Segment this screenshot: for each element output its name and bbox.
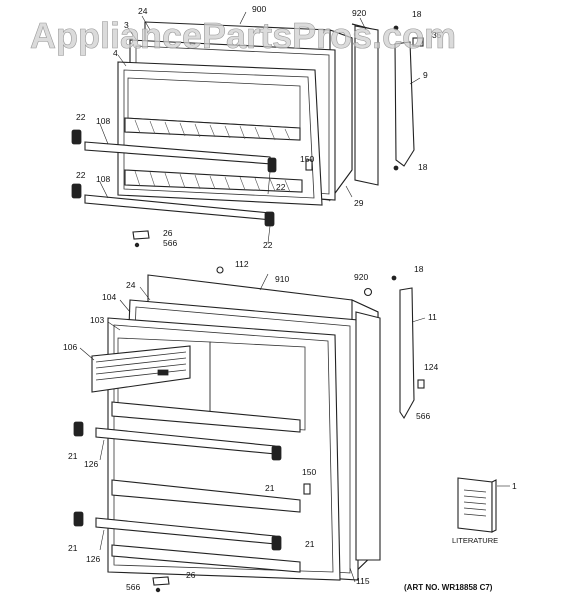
door-stop [303,483,311,495]
callout-18-top-b: 18 [418,162,428,172]
hinge-pin-cover [412,37,424,47]
literature-booklet: LITERATURE [452,477,498,545]
callout-26-bot: 26 [186,570,196,580]
door-shelf [111,544,301,573]
fresh-food-hinge-side-panel [355,311,381,561]
callout-29: 29 [354,198,364,208]
callout-112: 112 [235,259,249,269]
callout-35: 35 [432,30,442,40]
shelf-end-cap [264,211,275,227]
callout-124: 124 [424,362,438,372]
screw [155,587,161,593]
callout-566-mid: 566 [416,411,430,421]
callout-566-top: 566 [163,238,177,248]
shelf-end-cap [71,129,82,145]
clip [152,576,170,586]
hinge-spacer [417,379,425,389]
callout-126-b: 126 [86,554,100,564]
callout-150-top: 150 [300,154,314,164]
callout-566-bot: 566 [126,582,140,592]
callout-920-top: 920 [352,8,366,18]
callout-21-d: 21 [305,539,315,549]
screw [393,25,399,31]
door-shelf [111,479,301,513]
callout-26-top: 26 [163,228,173,238]
callout-18-top-a: 18 [412,9,422,19]
callout-11: 11 [428,312,437,322]
callout-1: 1 [512,481,517,491]
callout-21-c: 21 [68,543,78,553]
callout-4: 4 [113,48,118,58]
watermark: AppliancePartsPros.com [30,15,456,56]
screw [393,165,399,171]
callout-104: 104 [102,292,116,302]
callout-150-bot: 150 [302,467,316,477]
shelf-end-cap [73,421,84,437]
callout-900: 900 [252,4,266,14]
screw [134,242,140,248]
door-shelf [111,401,301,433]
shelf-end-cap [271,445,282,461]
callout-115: 115 [356,576,370,586]
callout-22-d: 22 [263,240,273,250]
callout-108-a: 108 [96,116,110,126]
callout-108-b: 108 [96,174,110,184]
leader-lines [79,11,510,583]
callout-24-bot: 24 [126,280,136,290]
dairy-door-handle [157,369,169,376]
callout-910: 910 [275,274,289,284]
callout-3: 3 [124,20,129,30]
freezer-hinge-bracket [394,41,415,167]
freezer-shelf-lower [124,169,303,193]
fresh-food-door-assembly [73,266,425,593]
freezer-shelf-upper [124,117,301,141]
callout-22-a: 22 [76,112,86,122]
callout-920-bot: 920 [354,272,368,282]
clip [132,230,150,240]
callout-21-a: 21 [68,451,78,461]
door-stop [305,159,313,171]
fresh-food-hinge-bracket [399,287,415,420]
callouts: 900 24 3 4 920 18 35 9 18 22 108 150 22 … [63,4,517,592]
shelf-end-cap [271,535,282,551]
callout-106: 106 [63,342,77,352]
callout-21-b: 21 [265,483,275,493]
literature-label: LITERATURE [452,536,498,545]
washer [363,287,373,297]
freezer-hinge-side-panel [354,25,379,186]
callout-126-a: 126 [84,459,98,469]
callout-18-bot: 18 [414,264,424,274]
freezer-door-assembly [71,21,424,248]
shelf-end-cap [267,157,277,173]
callout-103: 103 [90,315,104,325]
shelf-end-cap [71,183,82,199]
callout-22-c: 22 [76,170,86,180]
callout-9: 9 [423,70,428,80]
callout-24-top: 24 [138,6,148,16]
shelf-end-cap [73,511,84,527]
plug-button [216,266,224,274]
screw [391,275,397,281]
callout-22-b: 22 [276,182,286,192]
art-number: (ART NO. WR18858 C7) [404,583,493,592]
